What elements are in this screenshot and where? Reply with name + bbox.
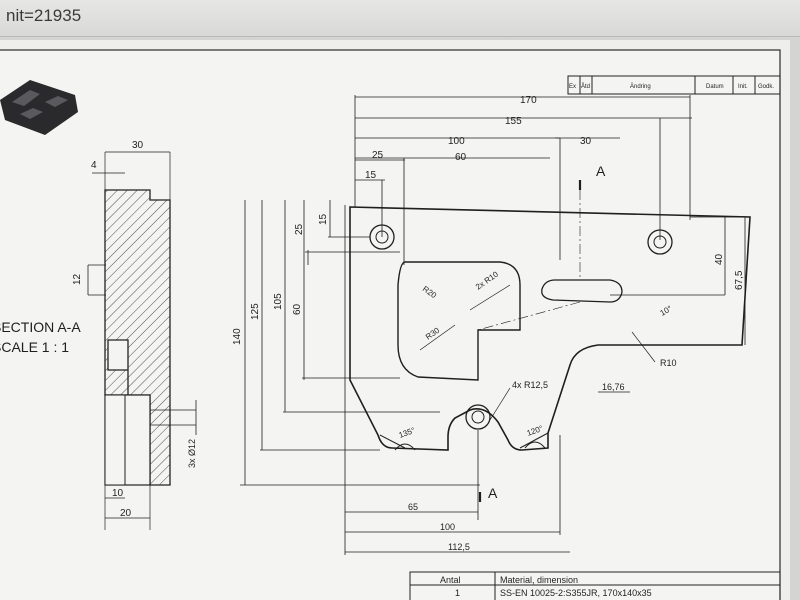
section-view: 30 4 12 3x Ø12 10 20 SECTION A-A SCALE 1… xyxy=(0,140,197,530)
label-16-76: 16,76 xyxy=(602,382,625,392)
dim-25: 25 xyxy=(372,150,384,161)
dim-v60: 60 xyxy=(292,303,303,315)
technical-drawing-canvas: Ex Åtd Ändring Datum Init. Godk. 30 xyxy=(0,49,781,600)
dim-112-5: 112,5 xyxy=(448,542,470,552)
rev-header-godk: Godk. xyxy=(758,84,774,90)
dim-65: 65 xyxy=(408,502,418,512)
section-title: SECTION A-A xyxy=(0,319,81,335)
section-dim-10: 10 xyxy=(112,488,124,499)
bom-qty: 1 xyxy=(455,588,460,598)
label-4x-r12-5: 4x R12,5 xyxy=(512,380,548,390)
window-title: nit=21935 xyxy=(6,6,82,25)
section-dim-20: 20 xyxy=(120,508,132,519)
dim-40: 40 xyxy=(714,253,725,265)
window-titlebar: nit=21935 xyxy=(0,0,800,37)
label-r10: R10 xyxy=(660,358,677,368)
section-scale: SCALE 1 : 1 xyxy=(0,339,69,355)
section-dim-12: 12 xyxy=(72,273,83,285)
dim-v140: 140 xyxy=(232,328,243,345)
dim-15-top: 15 xyxy=(365,170,377,181)
dim-60: 60 xyxy=(455,152,467,163)
dim-67-5: 67,5 xyxy=(734,270,745,290)
dim-v15: 15 xyxy=(318,213,329,225)
dim-155: 155 xyxy=(505,116,522,127)
dim-b100: 100 xyxy=(440,522,455,532)
bom-header-material: Material, dimension xyxy=(500,575,578,585)
rev-header-init: Init. xyxy=(738,84,748,90)
bom-header-qty: Antal xyxy=(440,575,461,585)
section-mark-top: A xyxy=(596,163,606,179)
drawing-sheet[interactable]: Ex Åtd Ändring Datum Init. Godk. 30 xyxy=(0,40,790,600)
bom-material: SS-EN 10025-2:S355JR, 170x140x35 xyxy=(500,588,652,598)
dim-v25: 25 xyxy=(294,223,305,235)
revision-table: Ex Åtd Ändring Datum Init. Godk. xyxy=(567,75,781,95)
rev-header-datum: Datum xyxy=(706,84,724,90)
section-dim-holes: 3x Ø12 xyxy=(187,439,197,468)
section-mark-bottom: A xyxy=(488,485,498,501)
section-dim-30: 30 xyxy=(132,140,144,151)
rev-header-atd: Åtd xyxy=(581,83,590,90)
dim-v125: 125 xyxy=(250,303,261,320)
rev-header-andring: Ändring xyxy=(630,83,651,90)
rev-header-ex: Ex xyxy=(569,84,576,90)
bom-table: Antal Material, dimension 1 SS-EN 10025-… xyxy=(409,571,781,600)
dim-170: 170 xyxy=(520,95,537,106)
dim-v105: 105 xyxy=(273,293,284,310)
main-view xyxy=(240,95,751,555)
section-dim-4: 4 xyxy=(91,160,97,171)
isometric-part-thumbnail xyxy=(0,80,78,135)
dim-30: 30 xyxy=(580,136,592,147)
dim-100: 100 xyxy=(448,136,465,147)
